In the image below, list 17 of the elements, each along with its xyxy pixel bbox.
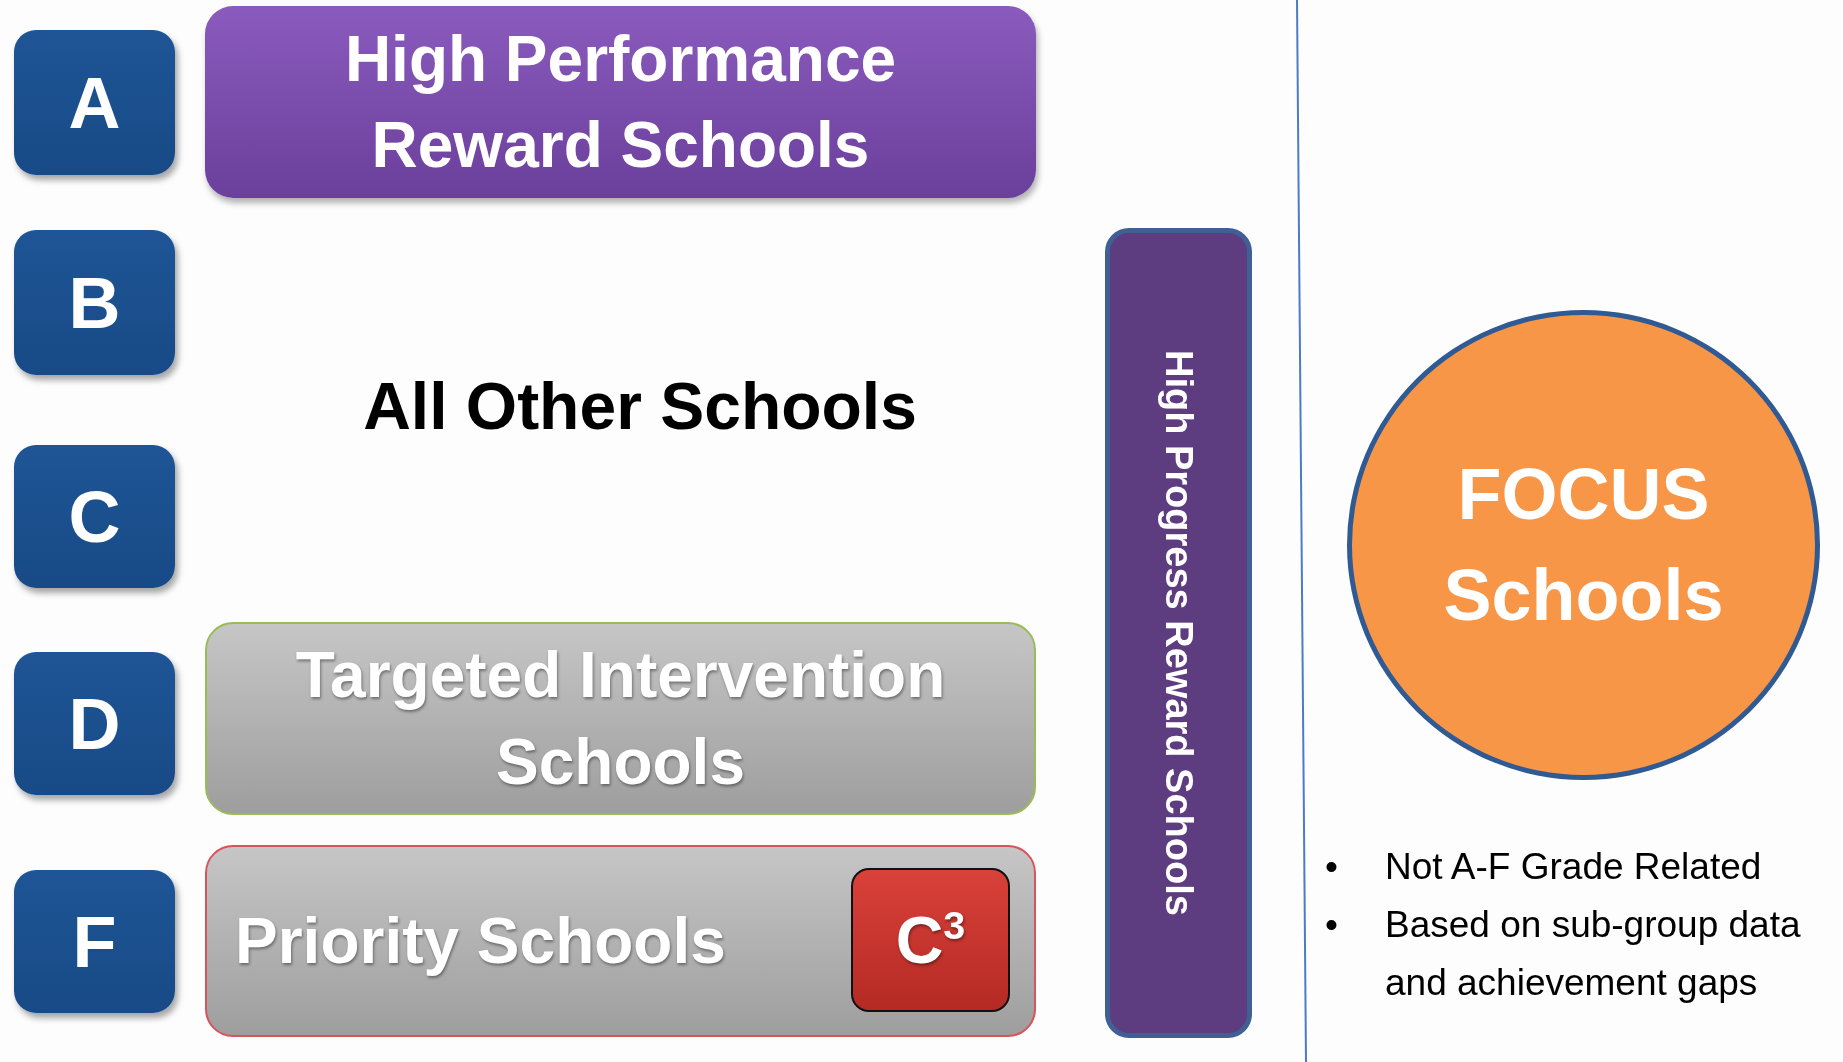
intervention-box: Targeted Intervention Schools	[205, 622, 1036, 815]
bullet-marker: •	[1325, 845, 1339, 889]
grade-letter-box: F	[14, 870, 175, 1013]
box-label: Priority Schools	[235, 904, 726, 978]
grade-letter-box: C	[14, 445, 175, 588]
bullet-point: Based on sub-group data and achievement gaps	[1385, 903, 1802, 1005]
bullet-marker: •	[1325, 903, 1339, 947]
bullet-point: Not A-F Grade Related	[1385, 845, 1763, 889]
priority-box	[205, 845, 1036, 1037]
focus-circle: FOCUS Schools	[1347, 310, 1820, 780]
c3-badge: C$^{3}$	[851, 868, 1010, 1012]
grade-letter-box: D	[14, 652, 175, 795]
category-heading: All Other Schools	[362, 368, 918, 444]
grade-letter-box: A	[14, 30, 175, 175]
grade-letter-box: B	[14, 230, 175, 375]
reward-schools-box: High Performance Reward Schools	[205, 6, 1036, 198]
vertical-banner: High Progress Reward Schools	[1105, 228, 1252, 1038]
